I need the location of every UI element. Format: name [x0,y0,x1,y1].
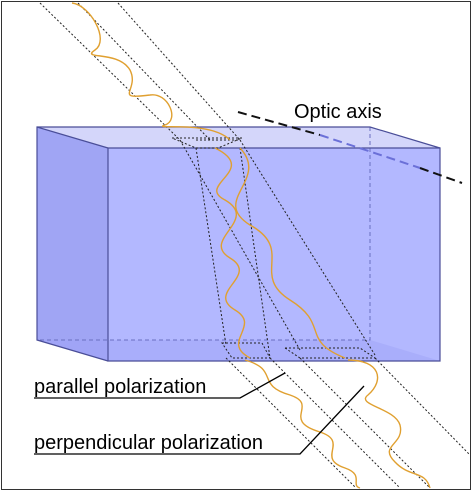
outgoing-wave-parallel [244,359,361,489]
incoming-beam-edge-left [39,2,181,141]
label-leaders [34,372,365,455]
crystal-front-edges [107,147,441,362]
parallel-leader [34,372,286,399]
waves [71,2,431,489]
optic-axis [237,111,463,184]
parallel-polarization-label: parallel polarization [34,376,206,398]
crystal-hidden-edges [37,127,371,341]
extraordinary-ray-left [179,139,301,351]
extraordinary-wave-inside [235,147,346,359]
optic-axis-inside [319,134,421,169]
optic-axis-outer-left [237,111,321,136]
incoming-beam-edge-middle [77,2,211,141]
perpendicular-polarization-label: perpendicular polarization [34,432,263,454]
beam-outlines [39,2,471,489]
incoming-beam-edge-right [117,2,241,141]
outgoing-parallel-edge-left [225,357,357,489]
crystal-top-face [37,127,440,148]
perpendicular-leader [34,385,365,455]
outgoing-wave-perpendicular [347,359,431,489]
crystal-block [36,126,441,362]
optic-axis-outer-right [419,167,463,184]
optic-axis-label: Optic axis [294,101,382,123]
outgoing-perpendicular-edge-left [299,357,431,489]
incoming-wave [71,2,231,141]
crystal-left-face [37,127,108,361]
ordinary-ray-left [195,147,227,346]
ordinary-ray-right [239,147,271,359]
crystal-top-edge [36,126,109,149]
crystal-front-face [108,148,440,361]
outgoing-perpendicular-edge-right [374,357,471,456]
entry-parallelogram [171,137,243,149]
outgoing-parallel-edge-right [269,357,401,489]
ordinary-wave-inside [214,147,251,359]
